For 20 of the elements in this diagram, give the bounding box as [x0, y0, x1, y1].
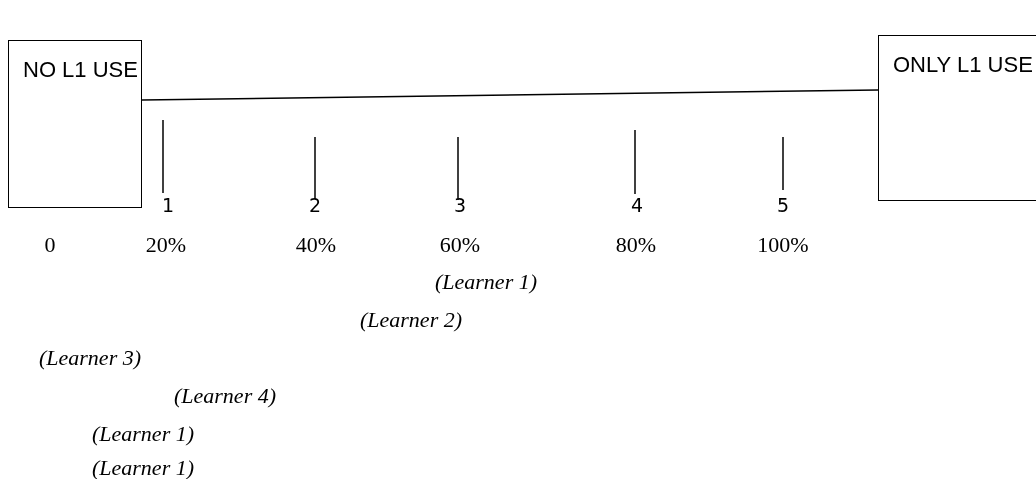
percent-label: 80%	[615, 232, 657, 258]
scale-number: 3	[453, 194, 467, 216]
percent-label: 40%	[295, 232, 337, 258]
percent-label: 0	[44, 232, 56, 258]
percent-label: 100%	[757, 232, 809, 258]
percent-label: 20%	[145, 232, 187, 258]
scale-line	[141, 89, 879, 101]
learner-label: (Learner 4)	[174, 383, 276, 409]
learner-label: (Learner 3)	[39, 345, 141, 371]
scale-number: 1	[161, 194, 175, 216]
scale-end-box: NO L1 USE	[8, 40, 142, 208]
learner-label: (Learner 1)	[92, 455, 194, 479]
scale-number: 2	[308, 194, 322, 216]
scale-number: 5	[776, 194, 790, 216]
percent-label: 60%	[439, 232, 481, 258]
learner-label: (Learner 2)	[360, 307, 462, 333]
learner-label: (Learner 1)	[435, 269, 537, 295]
scale-end-box: ONLY L1 USE	[878, 35, 1036, 201]
scale-number: 4	[630, 194, 644, 216]
learner-label: (Learner 1)	[92, 421, 194, 447]
